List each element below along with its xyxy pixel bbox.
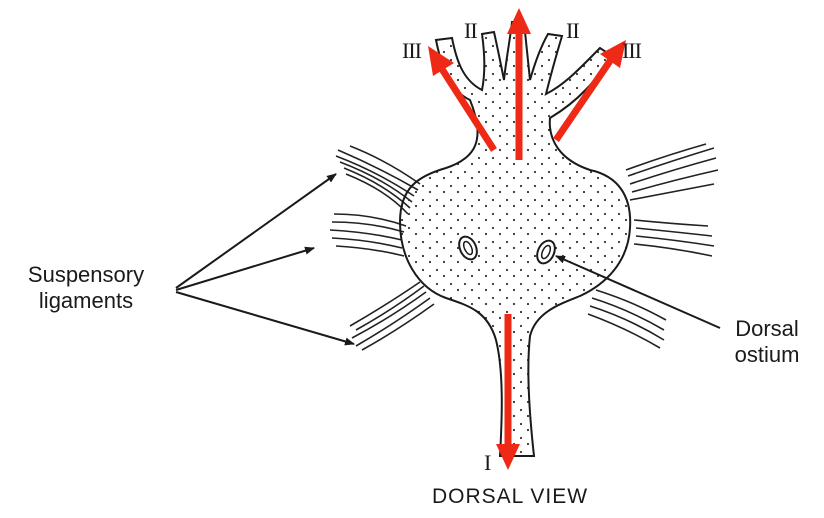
ligament-left-lower	[350, 282, 434, 350]
dorsal-ostium-label: Dorsal ostium	[712, 316, 822, 368]
suspensory-label-line1: Suspensory	[6, 262, 166, 288]
vessel-label-bottom: I	[484, 452, 490, 474]
ligament-right-upper	[626, 144, 718, 200]
view-title: DORSAL VIEW	[360, 484, 660, 510]
ligament-right-middle	[634, 220, 714, 256]
dorsal-label-line2: ostium	[712, 342, 822, 368]
suspensory-ligaments-label: Suspensory ligaments	[6, 262, 166, 314]
vessel-label-left-inner: II	[464, 20, 477, 42]
suspensory-pointer-lines	[176, 174, 354, 344]
dorsal-label-line1: Dorsal	[712, 316, 822, 342]
vessel-label-left-outer: III	[402, 40, 421, 62]
suspensory-label-line2: ligaments	[6, 288, 166, 314]
ligament-left-middle	[330, 214, 406, 256]
vessel-label-right-outer: III	[622, 40, 641, 62]
vessel-label-right-inner: II	[566, 20, 579, 42]
